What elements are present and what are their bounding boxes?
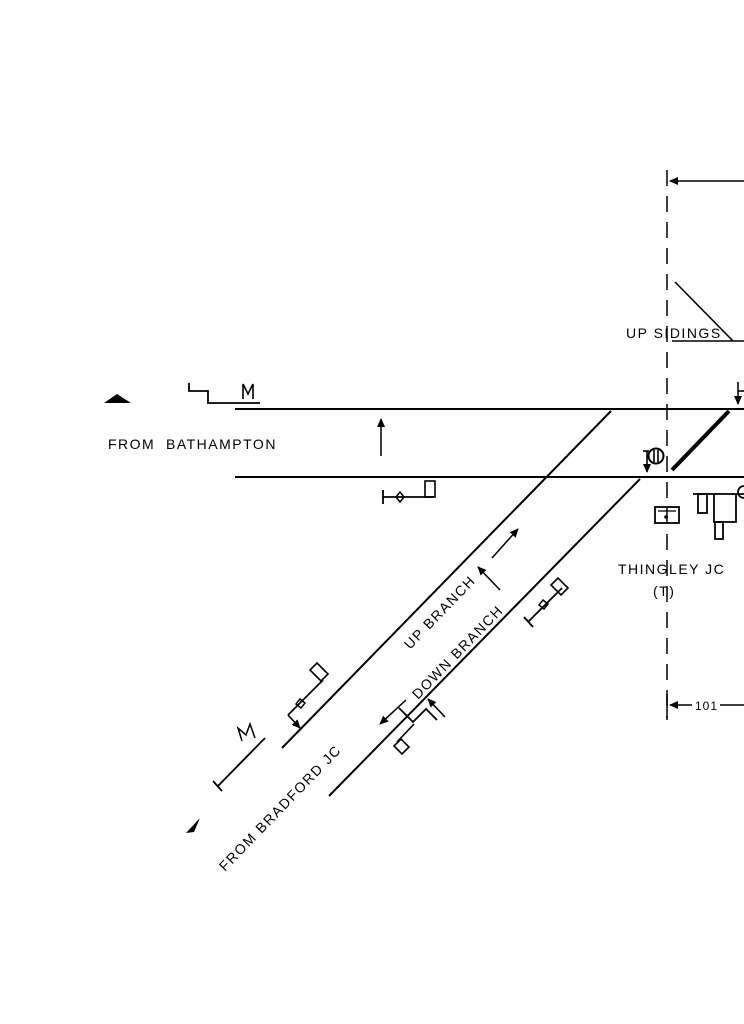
right-structure-box-2 [713,494,737,523]
bradford-pointer-icon [186,818,200,833]
down-main-signal-arm-icon [424,480,436,498]
right-structure-box-3 [714,521,724,540]
direction-arrow-up-branch-1 [491,528,519,559]
from-bathampton-label: FROM BATHAMPTON [108,436,277,452]
up-main-signal-icon [188,383,260,404]
lower-left-signal-end [212,780,223,792]
up-branch-signal-arm-icon [308,661,330,683]
signal-box-icon [654,506,680,524]
m-sign-icon [242,383,254,399]
down-main-signal-diamond-icon [395,490,405,504]
down-branch-signal-arm-icon [549,576,570,597]
up-branch-signal-diamond-icon [294,697,307,710]
right-structure-box-1 [697,493,708,514]
down-branch-signal-post [527,587,563,623]
disc-signal-icon [647,447,665,465]
direction-arrow-up-branch-2 [477,566,501,591]
from-bradford-jc-label: FROM BRADFORD JC [216,742,345,874]
up-sidings-connection [674,281,734,342]
up-sidings-label: UP SIDINGS [626,325,722,341]
down-branch-start-signal-arrow [427,698,446,718]
up-branch-signal-post [287,679,324,716]
down-branch-start-signal-icon [398,707,438,724]
right-edge-disc-icon [737,485,744,499]
bathampton-pointer-icon [104,394,131,403]
crossover-line [670,409,731,472]
down-branch-signal-diamond-icon [537,598,550,611]
direction-arrow-down-branch [379,699,407,725]
down-branch-start-signal-stem [396,723,415,743]
distance-label: 101 [695,699,718,713]
signal-box-code-label: (T) [653,583,675,599]
down-branch-start-signal-arm-icon [392,737,411,756]
m-sign-icon-2 [236,721,256,742]
up-branch-signal-arrow [287,714,301,729]
down-branch-signal-end [523,616,534,628]
lower-left-signal-post [217,737,266,787]
signal-box-dot [664,515,668,519]
down-branch-line [328,478,641,797]
up-branch-line [281,410,612,749]
thingley-jc-label: THINGLEY JC [618,561,725,577]
